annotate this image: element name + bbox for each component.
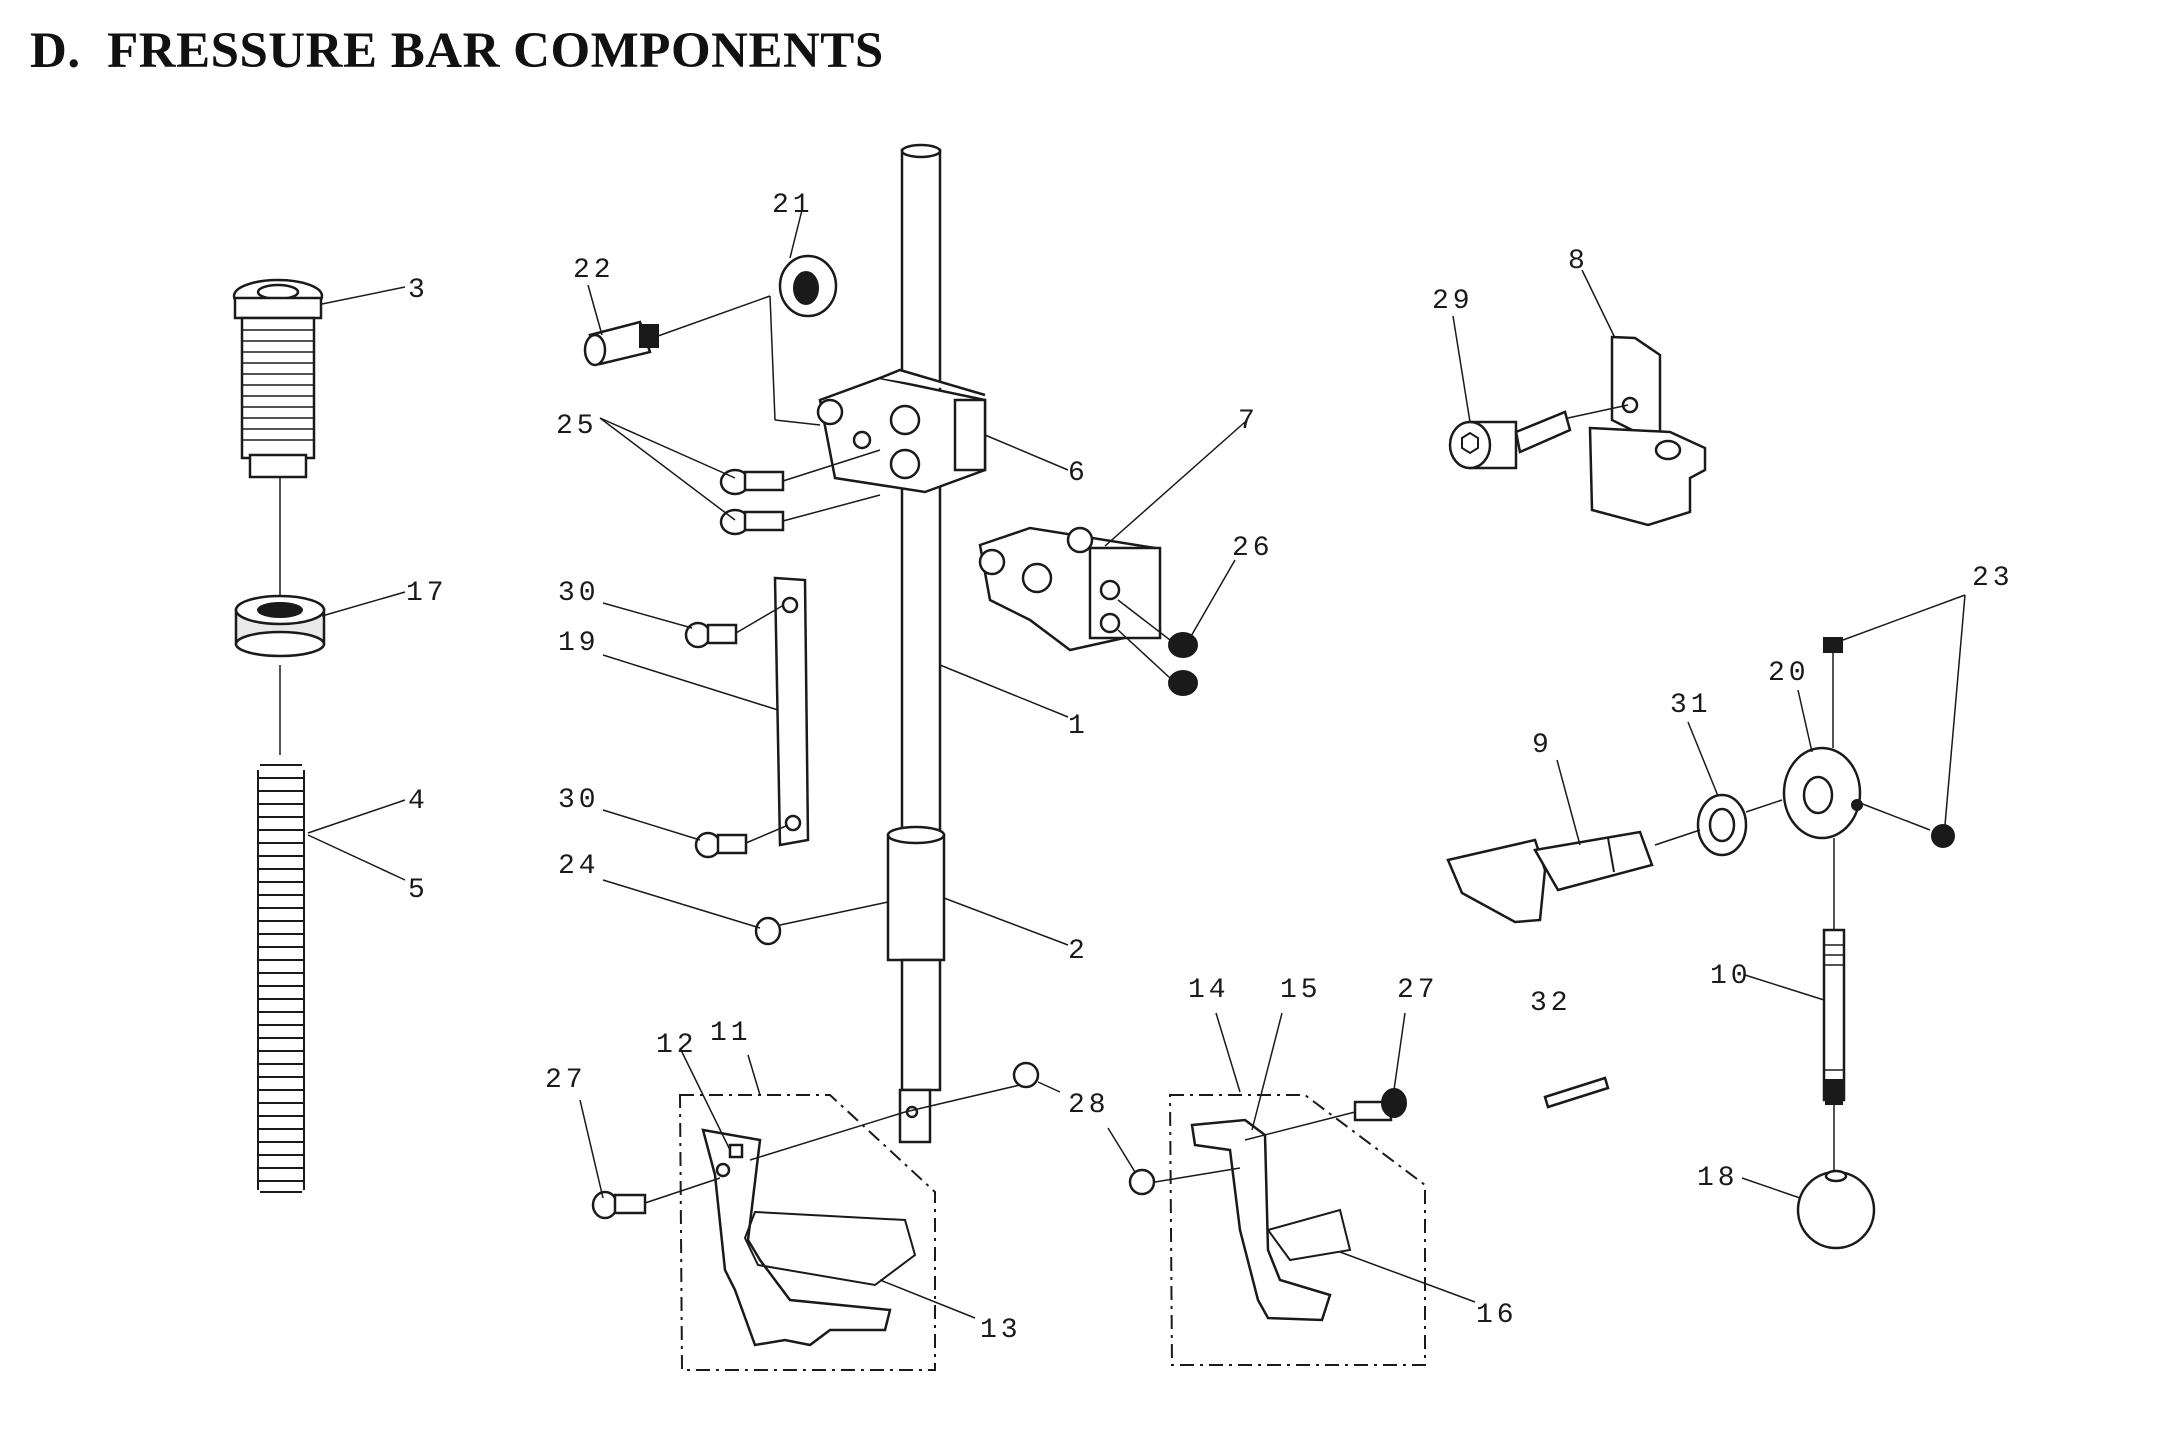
part-label-30b: 30 bbox=[558, 785, 600, 816]
part-label-4: 4 bbox=[408, 786, 429, 817]
washer-31-drawing bbox=[1654, 793, 1748, 857]
lifter-crank-drawing bbox=[1446, 830, 1654, 924]
collar-20-drawing bbox=[1745, 746, 1931, 840]
lever-10-drawing bbox=[1822, 838, 1846, 1172]
pressure-spring-drawing bbox=[257, 764, 305, 1193]
guide-plate-drawing bbox=[773, 576, 810, 847]
guide-screw-drawing bbox=[754, 901, 889, 946]
hex-socket-bolt-drawing bbox=[1448, 404, 1629, 470]
bracket-8-drawing bbox=[1588, 335, 1707, 527]
adjusting-screw-drawing bbox=[232, 278, 324, 755]
holder-screws-drawing bbox=[719, 449, 881, 536]
ball-knob-drawing bbox=[1796, 1169, 1876, 1250]
presser-foot-left-drawing bbox=[678, 1084, 1021, 1371]
plate-screws-drawing bbox=[684, 605, 787, 859]
part-label-31: 31 bbox=[1670, 690, 1712, 721]
part-label-23: 23 bbox=[1972, 563, 2014, 594]
part-label-16: 16 bbox=[1476, 1300, 1518, 1331]
leader-lines bbox=[307, 209, 1966, 1319]
part-label-1: 1 bbox=[1068, 711, 1089, 742]
part-label-8: 8 bbox=[1568, 246, 1589, 277]
part-label-5: 5 bbox=[408, 875, 429, 906]
part-label-20: 20 bbox=[1768, 658, 1810, 689]
part-label-32: 32 bbox=[1530, 988, 1572, 1019]
set-screws-drawing bbox=[1117, 599, 1198, 696]
pressure-bar-drawing bbox=[886, 143, 946, 1144]
part-label-27a: 27 bbox=[545, 1065, 587, 1096]
lifting-bracket-drawing bbox=[978, 526, 1162, 652]
part-label-22: 22 bbox=[573, 255, 615, 286]
part-label-21: 21 bbox=[772, 190, 814, 221]
roller-drawing bbox=[778, 254, 838, 318]
part-label-29: 29 bbox=[1432, 286, 1474, 317]
part-label-18: 18 bbox=[1697, 1163, 1739, 1194]
part-label-24: 24 bbox=[558, 851, 600, 882]
bar-holder-drawing bbox=[816, 368, 987, 494]
part-label-14: 14 bbox=[1188, 975, 1230, 1006]
part-label-6: 6 bbox=[1068, 458, 1089, 489]
part-label-7: 7 bbox=[1238, 406, 1259, 437]
page-title: D. FRESSURE BAR COMPONENTS bbox=[30, 23, 884, 79]
part-label-28: 28 bbox=[1068, 1090, 1110, 1121]
part-label-12: 12 bbox=[656, 1030, 698, 1061]
part-label-2: 2 bbox=[1068, 936, 1089, 967]
collar-set-screws-drawing bbox=[1823, 637, 1955, 848]
presser-foot-right-drawing bbox=[1154, 1094, 1426, 1366]
part-label-3: 3 bbox=[408, 275, 429, 306]
part-label-15: 15 bbox=[1280, 975, 1322, 1006]
part-label-30a: 30 bbox=[558, 578, 600, 609]
part-label-19: 19 bbox=[558, 628, 600, 659]
part-labels: 3 17 4 5 21 22 25 6 7 26 1 2 30 19 30 24… bbox=[406, 190, 2014, 1346]
part-label-25: 25 bbox=[556, 411, 598, 442]
part-label-11: 11 bbox=[710, 1018, 752, 1049]
roller-pin-drawing bbox=[583, 295, 821, 426]
part-label-26: 26 bbox=[1232, 533, 1274, 564]
screw-27-right-drawing bbox=[1353, 1088, 1407, 1122]
part-label-17: 17 bbox=[406, 578, 448, 609]
part-label-27b: 27 bbox=[1397, 975, 1439, 1006]
pin-32-drawing bbox=[1543, 1076, 1610, 1109]
nut-28-drawing bbox=[1012, 1061, 1156, 1196]
part-label-10: 10 bbox=[1710, 961, 1752, 992]
screw-27-left-drawing bbox=[591, 1177, 721, 1220]
part-label-13: 13 bbox=[980, 1315, 1022, 1346]
part-label-9: 9 bbox=[1532, 730, 1553, 761]
knurled-nut-drawing bbox=[234, 594, 326, 658]
